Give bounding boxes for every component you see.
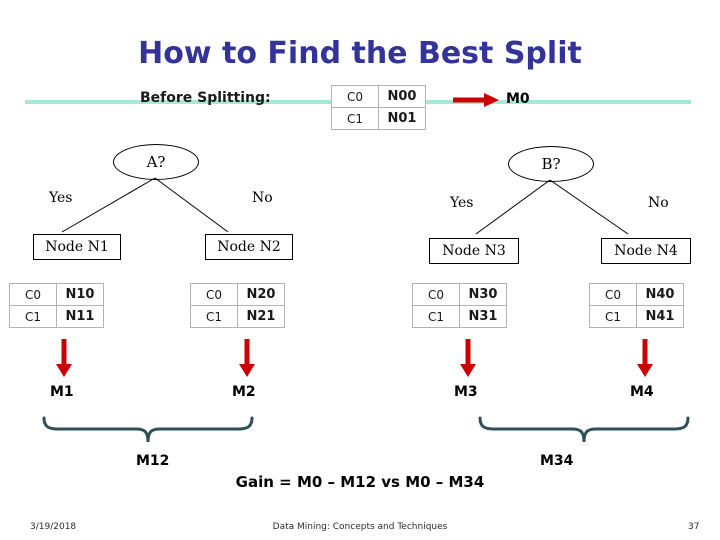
before-splitting-count-table: C0 N00 C1 N01 [331, 85, 426, 130]
measure-label-m2: M2 [232, 384, 256, 400]
table-row: C1 N41 [589, 305, 684, 328]
class-cell: C0 [331, 85, 379, 108]
tree-a-branch-label-yes: Yes [49, 190, 73, 206]
footer-page-number: 37 [688, 522, 700, 532]
tree-a-leaf-label-n1: Node N1 [45, 239, 109, 255]
table-row: C1 N31 [412, 305, 507, 328]
tree-b-leaf-node-n4[interactable]: Node N4 [601, 238, 691, 264]
count-cell: N40 [636, 283, 684, 306]
tree-b-root-label: B? [541, 155, 561, 173]
tree-a-branch-label-no: No [252, 190, 273, 206]
class-cell: C1 [9, 305, 57, 328]
tree-a-leaf-node-n2[interactable]: Node N2 [205, 234, 293, 260]
brace-left-icon [40, 416, 256, 446]
class-cell: C1 [589, 305, 637, 328]
aggregate-label-m12: M12 [136, 453, 170, 469]
measure-label-m4: M4 [630, 384, 654, 400]
count-cell: N00 [378, 85, 426, 108]
measure-label-m0: M0 [506, 91, 530, 107]
table-row: C0 N10 [9, 283, 104, 306]
table-row: C0 N40 [589, 283, 684, 306]
tree-b-branch-label-no: No [648, 195, 669, 211]
tree-b-root-node[interactable]: B? [508, 146, 594, 182]
table-row: C0 N00 [331, 85, 426, 108]
table-row: C0 N30 [412, 283, 507, 306]
count-cell: N41 [636, 305, 684, 328]
tree-b-edges [430, 178, 680, 238]
down-arrow-icon [238, 338, 256, 378]
count-cell: N31 [459, 305, 507, 328]
down-arrow-icon [636, 338, 654, 378]
tree-b-leaf-label-n4: Node N4 [614, 243, 678, 259]
tree-a-leaf-label-n2: Node N2 [217, 239, 281, 255]
tree-a-leaf-node-n1[interactable]: Node N1 [33, 234, 121, 260]
count-cell: N11 [56, 305, 104, 328]
tree-b-branch-label-yes: Yes [450, 195, 474, 211]
footer-date: 3/19/2018 [30, 522, 77, 532]
footer-title: Data Mining: Concepts and Techniques [272, 522, 448, 532]
measure-label-m3: M3 [454, 384, 478, 400]
down-arrow-icon [459, 338, 477, 378]
brace-right-icon [476, 416, 692, 446]
class-cell: C1 [412, 305, 460, 328]
aggregate-label-m34: M34 [540, 453, 574, 469]
leaf-count-table-n4: C0 N40 C1 N41 [589, 283, 684, 328]
tree-a-root-label: A? [146, 153, 166, 171]
count-cell: N30 [459, 283, 507, 306]
tree-a-root-node[interactable]: A? [113, 144, 199, 180]
before-splitting-label: Before Splitting: [140, 90, 271, 106]
count-cell: N10 [56, 283, 104, 306]
measure-label-m1: M1 [50, 384, 74, 400]
down-arrow-icon [55, 338, 73, 378]
page-title: How to Find the Best Split [138, 36, 582, 71]
class-cell: C0 [9, 283, 57, 306]
tree-a-edges [30, 176, 280, 236]
tree-b-leaf-node-n3[interactable]: Node N3 [429, 238, 519, 264]
count-cell: N21 [237, 305, 285, 328]
table-row: C1 N01 [331, 107, 426, 130]
count-cell: N01 [378, 107, 426, 130]
count-cell: N20 [237, 283, 285, 306]
class-cell: C1 [190, 305, 238, 328]
class-cell: C1 [331, 107, 379, 130]
leaf-count-table-n3: C0 N30 C1 N31 [412, 283, 507, 328]
right-arrow-icon [452, 92, 500, 108]
table-row: C0 N20 [190, 283, 285, 306]
leaf-count-table-n1: C0 N10 C1 N11 [9, 283, 104, 328]
table-row: C1 N21 [190, 305, 285, 328]
tree-b-leaf-label-n3: Node N3 [442, 243, 506, 259]
gain-formula: Gain = M0 – M12 vs M0 – M34 [235, 473, 485, 491]
class-cell: C0 [412, 283, 460, 306]
class-cell: C0 [589, 283, 637, 306]
table-row: C1 N11 [9, 305, 104, 328]
leaf-count-table-n2: C0 N20 C1 N21 [190, 283, 285, 328]
class-cell: C0 [190, 283, 238, 306]
